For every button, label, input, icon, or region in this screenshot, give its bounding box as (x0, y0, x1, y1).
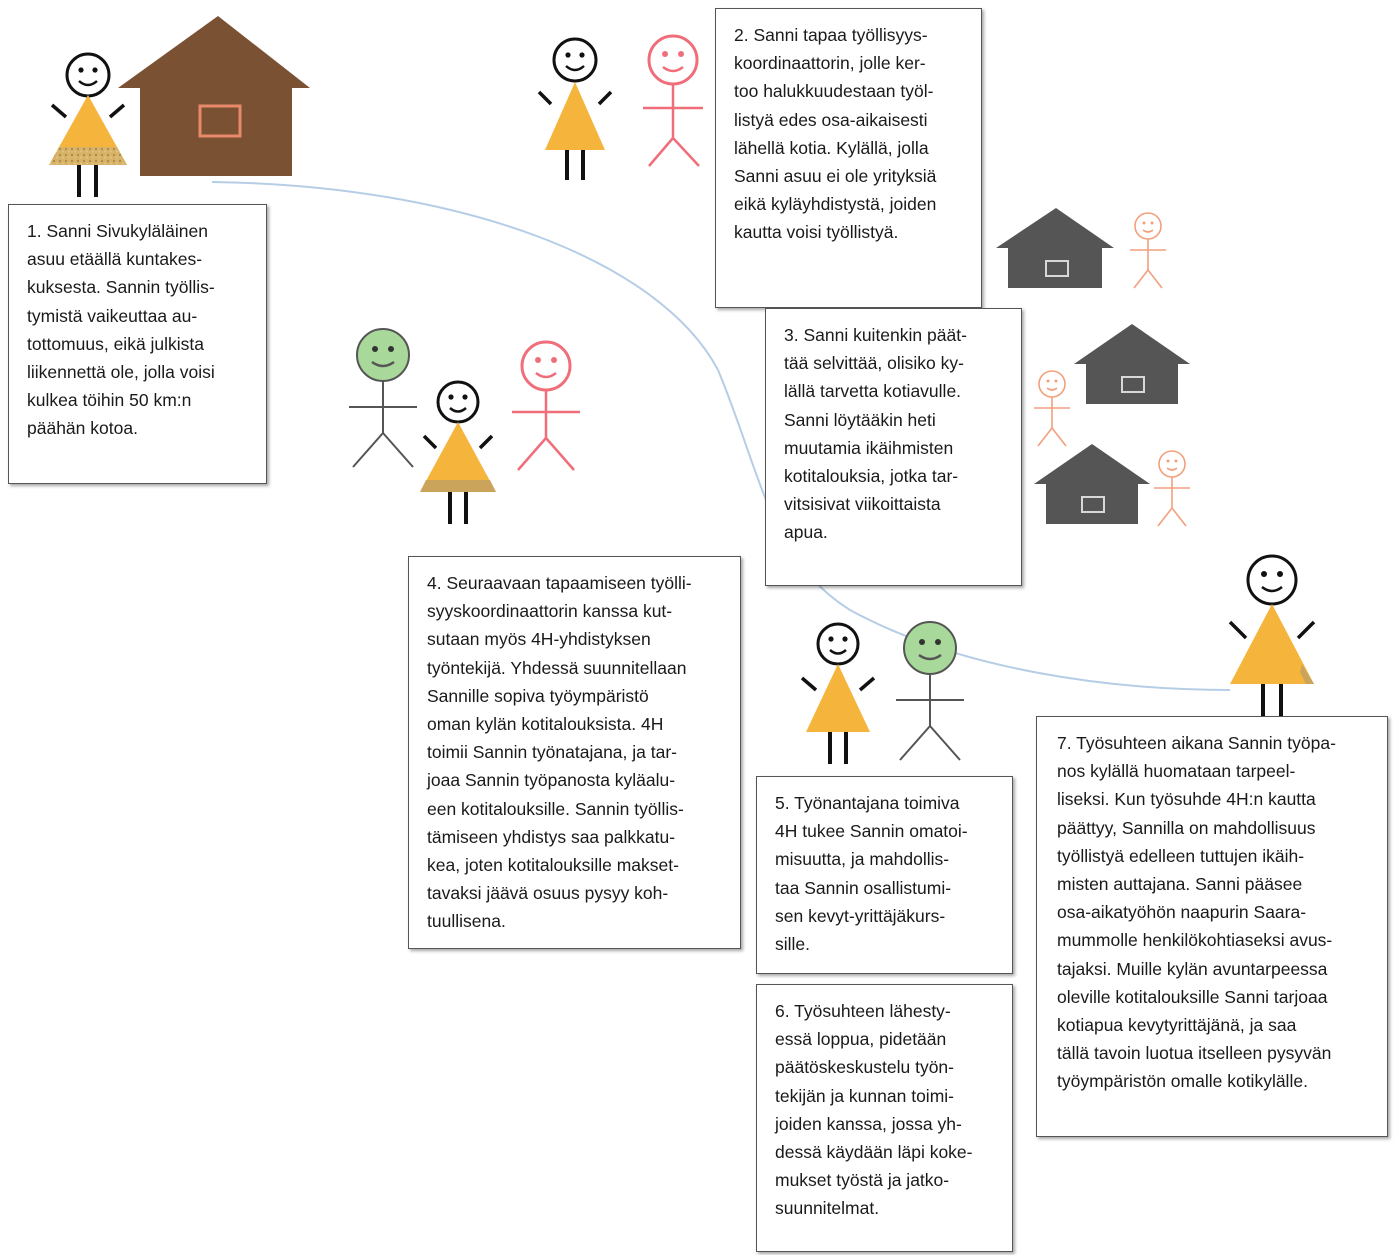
elder-figure-icon (1034, 370, 1070, 447)
coordinator-figure-icon (643, 34, 703, 167)
sanni-figure-icon (49, 52, 127, 197)
house-icon (118, 16, 310, 176)
elder-figure-icon (1130, 212, 1166, 289)
elder-figure-icon (1154, 450, 1190, 527)
step-1-text: 1. Sanni Sivukyläläinen asuu etäällä kun… (27, 221, 215, 439)
coordinator-figure-icon (512, 340, 580, 471)
step-1-box: 1. Sanni Sivukyläläinen asuu etäällä kun… (8, 204, 267, 484)
sanni-figure-icon (420, 380, 496, 524)
sanni-figure-icon (1228, 554, 1316, 718)
worker-4h-figure-icon (349, 328, 417, 468)
step-2-box: 2. Sanni tapaa työllisyys- koordinaattor… (715, 8, 982, 308)
step-3-box: 3. Sanni kuitenkin päät- tää selvittää, … (765, 308, 1022, 586)
house-icon (996, 208, 1114, 288)
house-icon (1074, 324, 1190, 404)
sanni-figure-icon (800, 622, 876, 764)
step-7-box: 7. Työsuhteen aikana Sannin työpa- nos k… (1036, 716, 1388, 1137)
sanni-figure-icon (537, 37, 613, 180)
step-7-text: 7. Työsuhteen aikana Sannin työpa- nos k… (1057, 733, 1336, 1092)
journey-path-line (211, 181, 1231, 691)
step-5-text: 5. Työnantajana toimiva 4H tukee Sannin … (775, 793, 968, 955)
step-2-text: 2. Sanni tapaa työllisyys- koordinaattor… (734, 25, 937, 243)
step-6-text: 6. Työsuhteen lähesty- essä loppua, pide… (775, 1001, 973, 1219)
step-4-text: 4. Seuraavaan tapaamiseen työlli- syysko… (427, 573, 692, 932)
step-3-text: 3. Sanni kuitenkin päät- tää selvittää, … (784, 325, 967, 543)
house-icon (1034, 444, 1150, 524)
step-5-box: 5. Työnantajana toimiva 4H tukee Sannin … (756, 776, 1013, 974)
worker-4h-figure-icon (896, 621, 964, 761)
step-6-box: 6. Työsuhteen lähesty- essä loppua, pide… (756, 984, 1013, 1252)
step-4-box: 4. Seuraavaan tapaamiseen työlli- syysko… (408, 556, 741, 949)
